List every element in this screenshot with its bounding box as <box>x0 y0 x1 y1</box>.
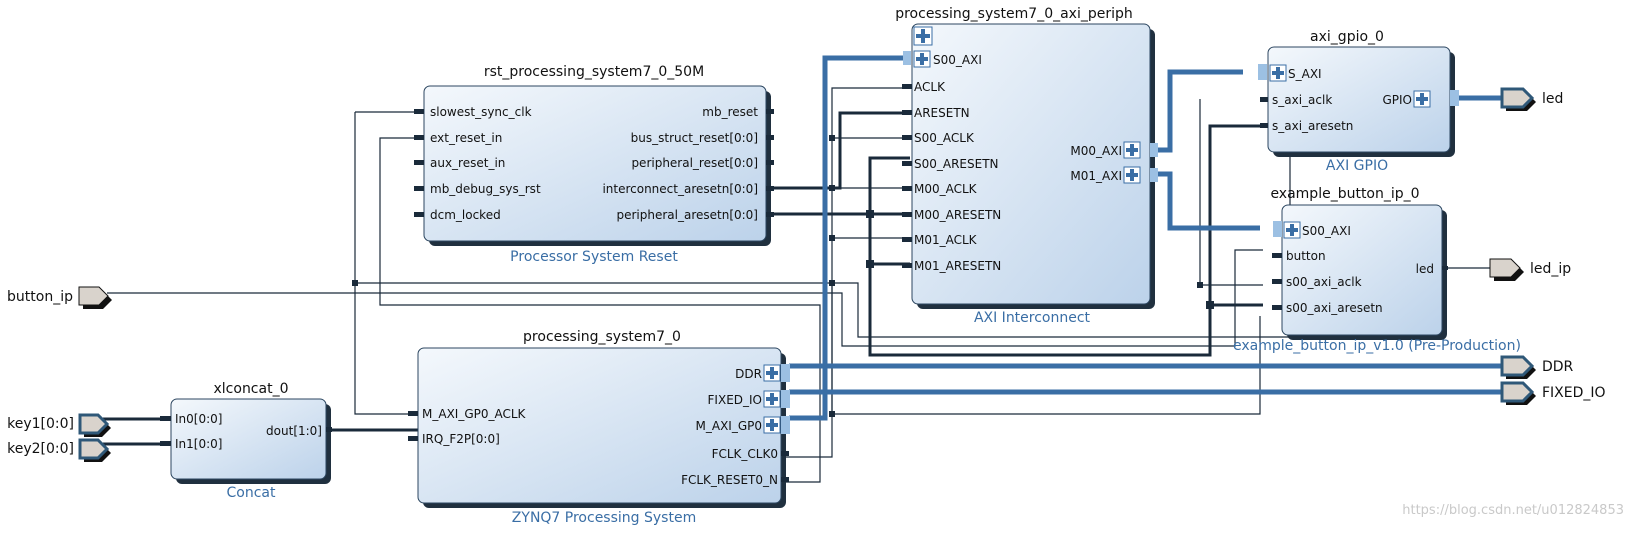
port-key2[interactable]: key2[0:0] <box>7 438 111 462</box>
pin-label: IRQ_F2P[0:0] <box>422 432 500 446</box>
port-led-ip[interactable]: led_ip <box>1489 258 1571 281</box>
port-label: button_ip <box>7 289 73 305</box>
plus-icon[interactable] <box>913 50 931 68</box>
pin-label: ACLK <box>914 80 946 94</box>
pin-label: S00_ARESETN <box>914 157 999 171</box>
pin-label: mb_debug_sys_rst <box>430 182 541 196</box>
port-button-ip[interactable]: button_ip <box>7 286 112 309</box>
pin-label: GPIO <box>1382 93 1412 107</box>
pin-label: s00_axi_aresetn <box>1286 301 1383 315</box>
pin-label: FCLK_RESET0_N <box>681 473 778 487</box>
pin-label: M00_AXI <box>1070 144 1122 158</box>
block-subtitle: example_button_ip_v1.0 (Pre-Production) <box>1233 338 1521 354</box>
plus-icon[interactable] <box>763 416 781 434</box>
pin-label: S00_ACLK <box>914 131 975 145</box>
plus-icon[interactable] <box>1269 64 1287 82</box>
pin-label: bus_struct_reset[0:0] <box>631 131 758 145</box>
pin-label: FIXED_IO <box>708 393 762 407</box>
pin-label: M_AXI_GP0 <box>696 419 763 433</box>
pin-label: ext_reset_in <box>430 131 502 145</box>
block-subtitle: Concat <box>227 485 276 501</box>
pin-label: S00_AXI <box>933 53 982 67</box>
pin-label: M_AXI_GP0_ACLK <box>422 407 527 421</box>
pin-label: dout[1:0] <box>266 424 322 438</box>
port-label: key2[0:0] <box>7 441 74 457</box>
port-label: key1[0:0] <box>7 416 74 432</box>
pin-label: M00_ARESETN <box>914 208 1001 222</box>
plus-icon[interactable] <box>763 364 781 382</box>
plus-icon[interactable] <box>1123 141 1141 159</box>
port-label: led_ip <box>1530 261 1571 277</box>
block-axi-gpio[interactable]: axi_gpio_0 S_AXI s_axi_aclk s_axi_areset… <box>1258 29 1459 174</box>
pin-label: aux_reset_in <box>430 156 505 170</box>
pin-label: M00_ACLK <box>914 182 978 196</box>
pin-label: In1[0:0] <box>175 437 222 451</box>
pin-label: M01_AXI <box>1070 169 1122 183</box>
port-led[interactable]: led <box>1500 87 1563 111</box>
block-axi-interconnect[interactable]: processing_system7_0_axi_periph S00_AXI … <box>895 6 1158 326</box>
block-zynq-processing-system[interactable]: processing_system7_0 M_AXI_GP0_ACLK IRQ_… <box>408 329 790 526</box>
plus-icon[interactable] <box>1283 221 1301 239</box>
pin-label: slowest_sync_clk <box>430 105 532 119</box>
pin-label: S00_AXI <box>1302 224 1351 238</box>
block-concat[interactable]: xlconcat_0 In0[0:0] In1[0:0] dout[1:0] C… <box>160 381 332 501</box>
pin-label: mb_reset <box>702 105 758 119</box>
block-subtitle: Processor System Reset <box>510 249 678 265</box>
block-title: processing_system7_0_axi_periph <box>895 6 1133 22</box>
pin-label: M01_ARESETN <box>914 259 1001 273</box>
net-wires <box>107 87 1490 483</box>
pin-label: s_axi_aresetn <box>1272 119 1353 133</box>
port-label: DDR <box>1542 359 1574 375</box>
plus-icon[interactable] <box>1413 90 1431 108</box>
pin-label: M01_ACLK <box>914 233 978 247</box>
pin-label: In0[0:0] <box>175 412 222 426</box>
block-title: processing_system7_0 <box>523 329 681 345</box>
block-subtitle: AXI Interconnect <box>974 310 1091 326</box>
block-example-button-ip[interactable]: example_button_ip_0 S00_AXI button s00_a… <box>1233 186 1521 354</box>
plus-icon[interactable] <box>913 26 933 46</box>
pin-label: S_AXI <box>1288 67 1322 81</box>
block-rst-processing-system[interactable]: rst_processing_system7_0_50M slowest_syn… <box>414 64 774 265</box>
junctions <box>352 135 1214 417</box>
pin-label: interconnect_aresetn[0:0] <box>602 182 758 196</box>
plus-icon[interactable] <box>1123 166 1141 184</box>
pin-label: FCLK_CLK0 <box>712 447 778 461</box>
block-title: rst_processing_system7_0_50M <box>484 64 704 80</box>
pin-label: dcm_locked <box>430 208 501 222</box>
pin-label: s_axi_aclk <box>1272 93 1332 107</box>
block-title: axi_gpio_0 <box>1310 29 1384 45</box>
block-subtitle: ZYNQ7 Processing System <box>512 510 696 526</box>
pin-label: DDR <box>735 367 762 381</box>
pin-label: peripheral_aresetn[0:0] <box>616 208 758 222</box>
plus-icon[interactable] <box>763 390 781 408</box>
block-title: xlconcat_0 <box>214 381 289 397</box>
port-label: led <box>1542 91 1563 107</box>
pin-label: led <box>1416 262 1434 276</box>
port-key1[interactable]: key1[0:0] <box>7 413 111 437</box>
pin-label: peripheral_reset[0:0] <box>631 156 758 170</box>
port-fixed-io[interactable]: FIXED_IO <box>1500 381 1606 405</box>
port-ddr[interactable]: DDR <box>1500 355 1574 379</box>
pin-label: s00_axi_aclk <box>1286 275 1362 289</box>
pin-label: ARESETN <box>914 106 970 120</box>
block-subtitle: AXI GPIO <box>1326 158 1388 174</box>
watermark: https://blog.csdn.net/u012824853 <box>1402 503 1624 518</box>
port-label: FIXED_IO <box>1542 385 1606 401</box>
block-title: example_button_ip_0 <box>1270 186 1419 202</box>
pin-label: button <box>1286 249 1326 263</box>
